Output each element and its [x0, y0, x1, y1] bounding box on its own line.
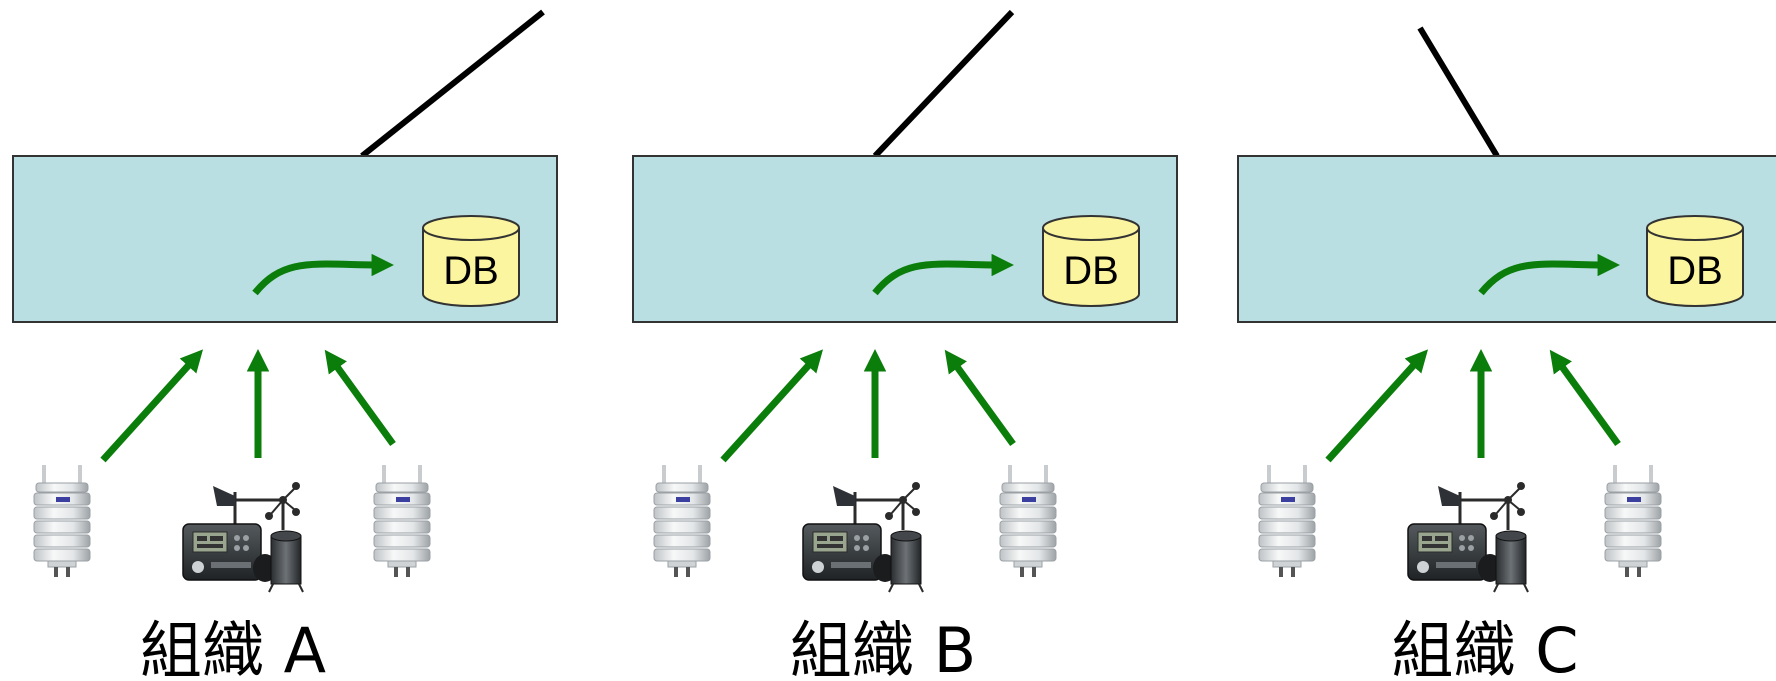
- weather-station-icon: [801, 480, 925, 594]
- sensor-arrow-right: [1549, 349, 1621, 447]
- sensor-arrow-left: [720, 349, 824, 463]
- weather-station-icon: [181, 480, 305, 594]
- database-label: DB: [1063, 249, 1119, 293]
- temperature-humidity-sensor-icon: [653, 464, 711, 578]
- temperature-humidity-sensor-icon: [33, 464, 91, 578]
- database-label: DB: [1667, 249, 1723, 293]
- ingest-arrow: [252, 253, 394, 296]
- organization-b: DB 組織 B: [632, 9, 1178, 681]
- organization-label: 組織 C: [1392, 614, 1579, 681]
- sensor-arrow-right: [324, 349, 396, 447]
- uplink-line: [360, 9, 545, 159]
- sensor-arrow-left: [1325, 349, 1429, 463]
- weather-station-icon: [1406, 480, 1530, 594]
- uplink-line: [1417, 26, 1500, 158]
- temperature-humidity-sensor-icon: [999, 464, 1057, 578]
- database-cylinder: DB: [422, 215, 520, 307]
- temperature-humidity-sensor-icon: [1258, 464, 1316, 578]
- uplink-line: [872, 9, 1015, 159]
- organization-label: 組織 B: [790, 614, 976, 681]
- sensor-arrow-left: [100, 349, 204, 463]
- organization-label: 組織 A: [140, 614, 326, 681]
- database-cylinder: DB: [1646, 215, 1744, 307]
- ingest-arrow: [872, 253, 1014, 296]
- sensor-arrow-right: [944, 349, 1016, 447]
- database-label: DB: [443, 249, 499, 293]
- temperature-humidity-sensor-icon: [1604, 464, 1662, 578]
- temperature-humidity-sensor-icon: [373, 464, 431, 578]
- organization-a: DB 組織 A: [12, 9, 558, 681]
- organization-c: DB 組織 C: [1237, 26, 1776, 681]
- database-cylinder: DB: [1042, 215, 1140, 307]
- ingest-arrow: [1478, 253, 1620, 296]
